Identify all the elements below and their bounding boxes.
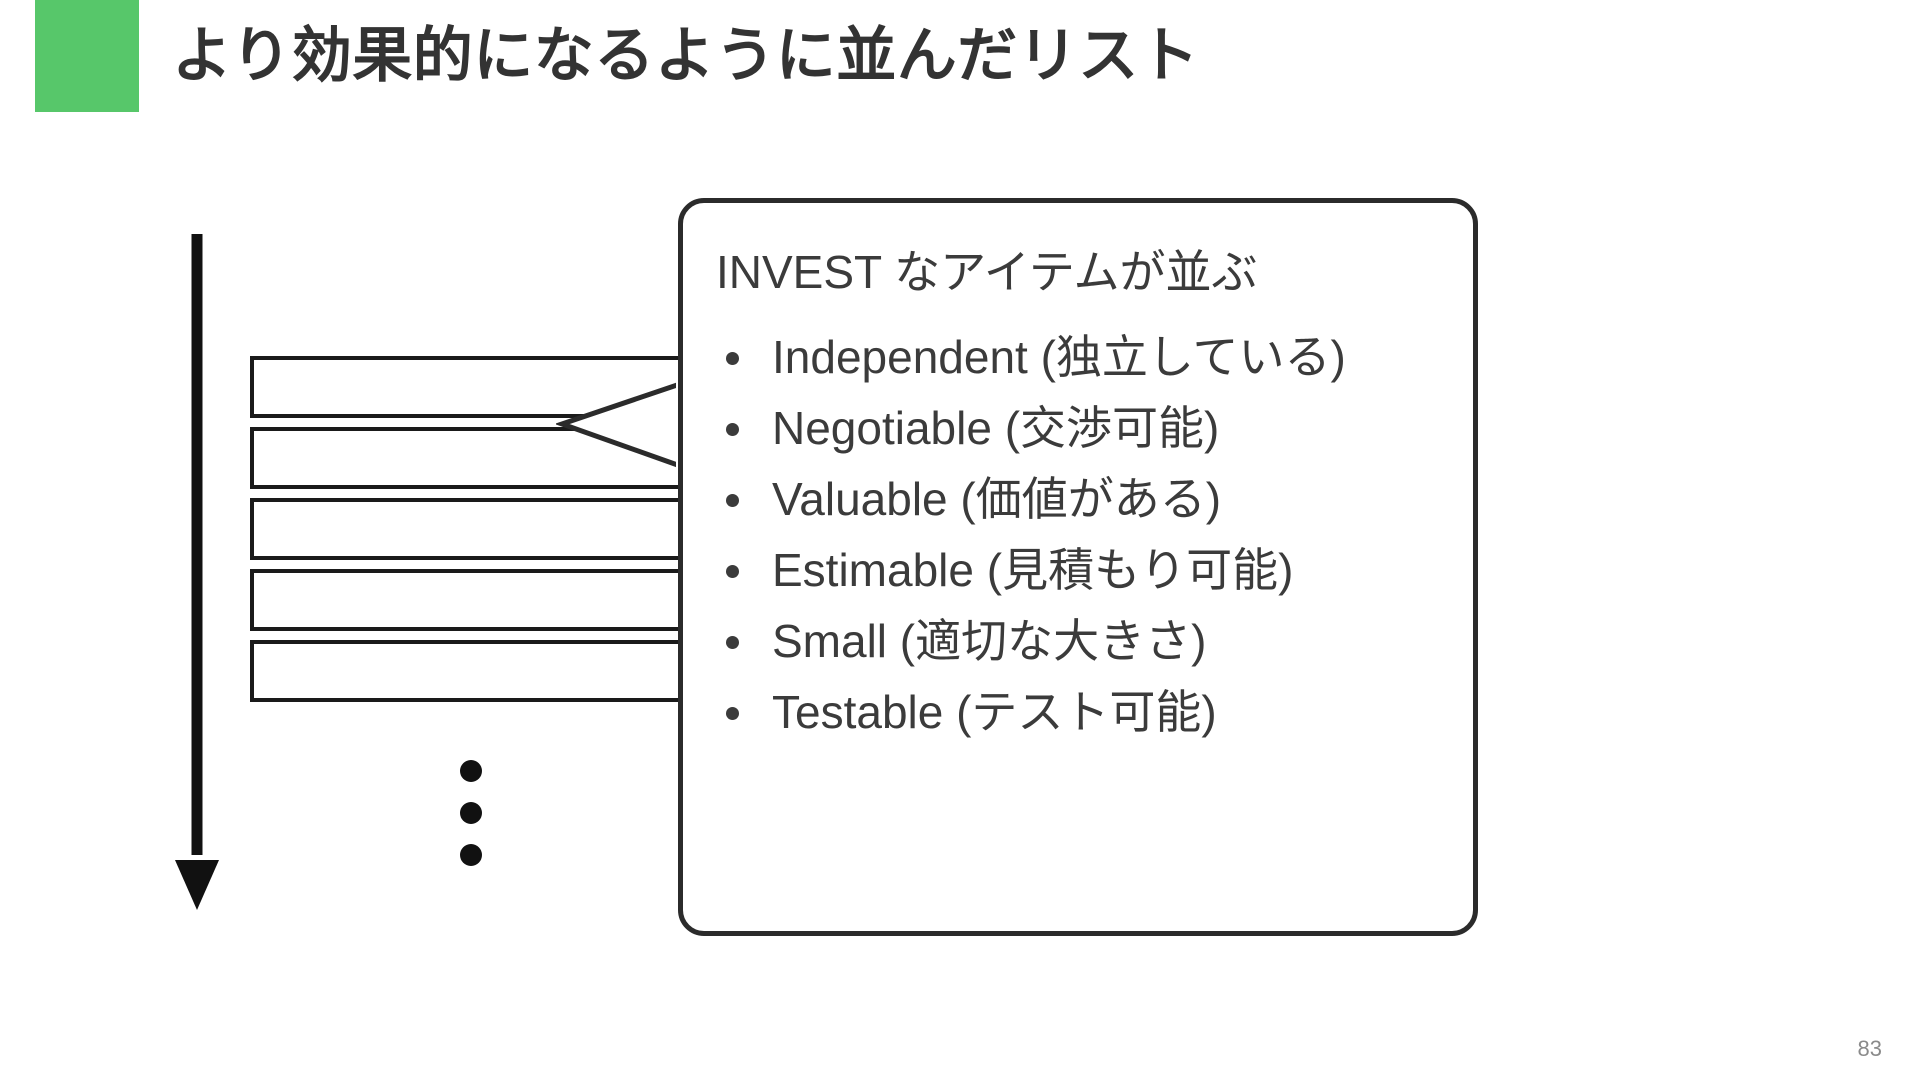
title-accent-bar — [35, 0, 139, 112]
callout-content: INVEST なアイテムが並ぶ Independent (独立している) Neg… — [716, 236, 1476, 748]
bullet-dot-icon — [726, 636, 739, 649]
list-item-label: Independent (独立している) — [772, 331, 1346, 383]
bullet-dot-icon — [726, 707, 739, 720]
slide-number: 83 — [1857, 1036, 1882, 1061]
ellipsis-dot — [460, 760, 482, 782]
callout-heading: INVEST なアイテムが並ぶ — [716, 246, 1258, 298]
stack-card — [250, 498, 690, 560]
list-item: Negotiable (交渉可能) — [716, 393, 1476, 464]
ellipsis-dot — [460, 802, 482, 824]
list-item: Estimable (見積もり可能) — [716, 535, 1476, 606]
bullet-dot-icon — [726, 352, 739, 365]
bullet-dot-icon — [726, 494, 739, 507]
list-item: Independent (独立している) — [716, 322, 1476, 393]
vertical-ellipsis-icon — [460, 760, 490, 886]
list-item: Small (適切な大きさ) — [716, 606, 1476, 677]
ellipsis-dot — [460, 844, 482, 866]
page-title: より効果的になるように並んだリスト — [172, 22, 1200, 89]
list-item-label: Estimable (見積もり可能) — [772, 544, 1294, 596]
list-item: Testable (テスト可能) — [716, 677, 1476, 748]
list-item-label: Testable (テスト可能) — [772, 686, 1217, 738]
list-item: Valuable (価値がある) — [716, 464, 1476, 535]
invest-callout-box — [678, 198, 1478, 936]
invest-criteria-list: Independent (独立している) Negotiable (交渉可能) V… — [716, 322, 1476, 748]
downward-arrow-icon — [150, 230, 270, 920]
bullet-dot-icon — [726, 565, 739, 578]
list-item-label: Small (適切な大きさ) — [772, 615, 1207, 667]
stack-card — [250, 569, 690, 631]
stack-card — [250, 640, 690, 702]
bullet-dot-icon — [726, 423, 739, 436]
list-item-label: Valuable (価値がある) — [772, 473, 1222, 525]
list-item-label: Negotiable (交渉可能) — [772, 402, 1220, 454]
